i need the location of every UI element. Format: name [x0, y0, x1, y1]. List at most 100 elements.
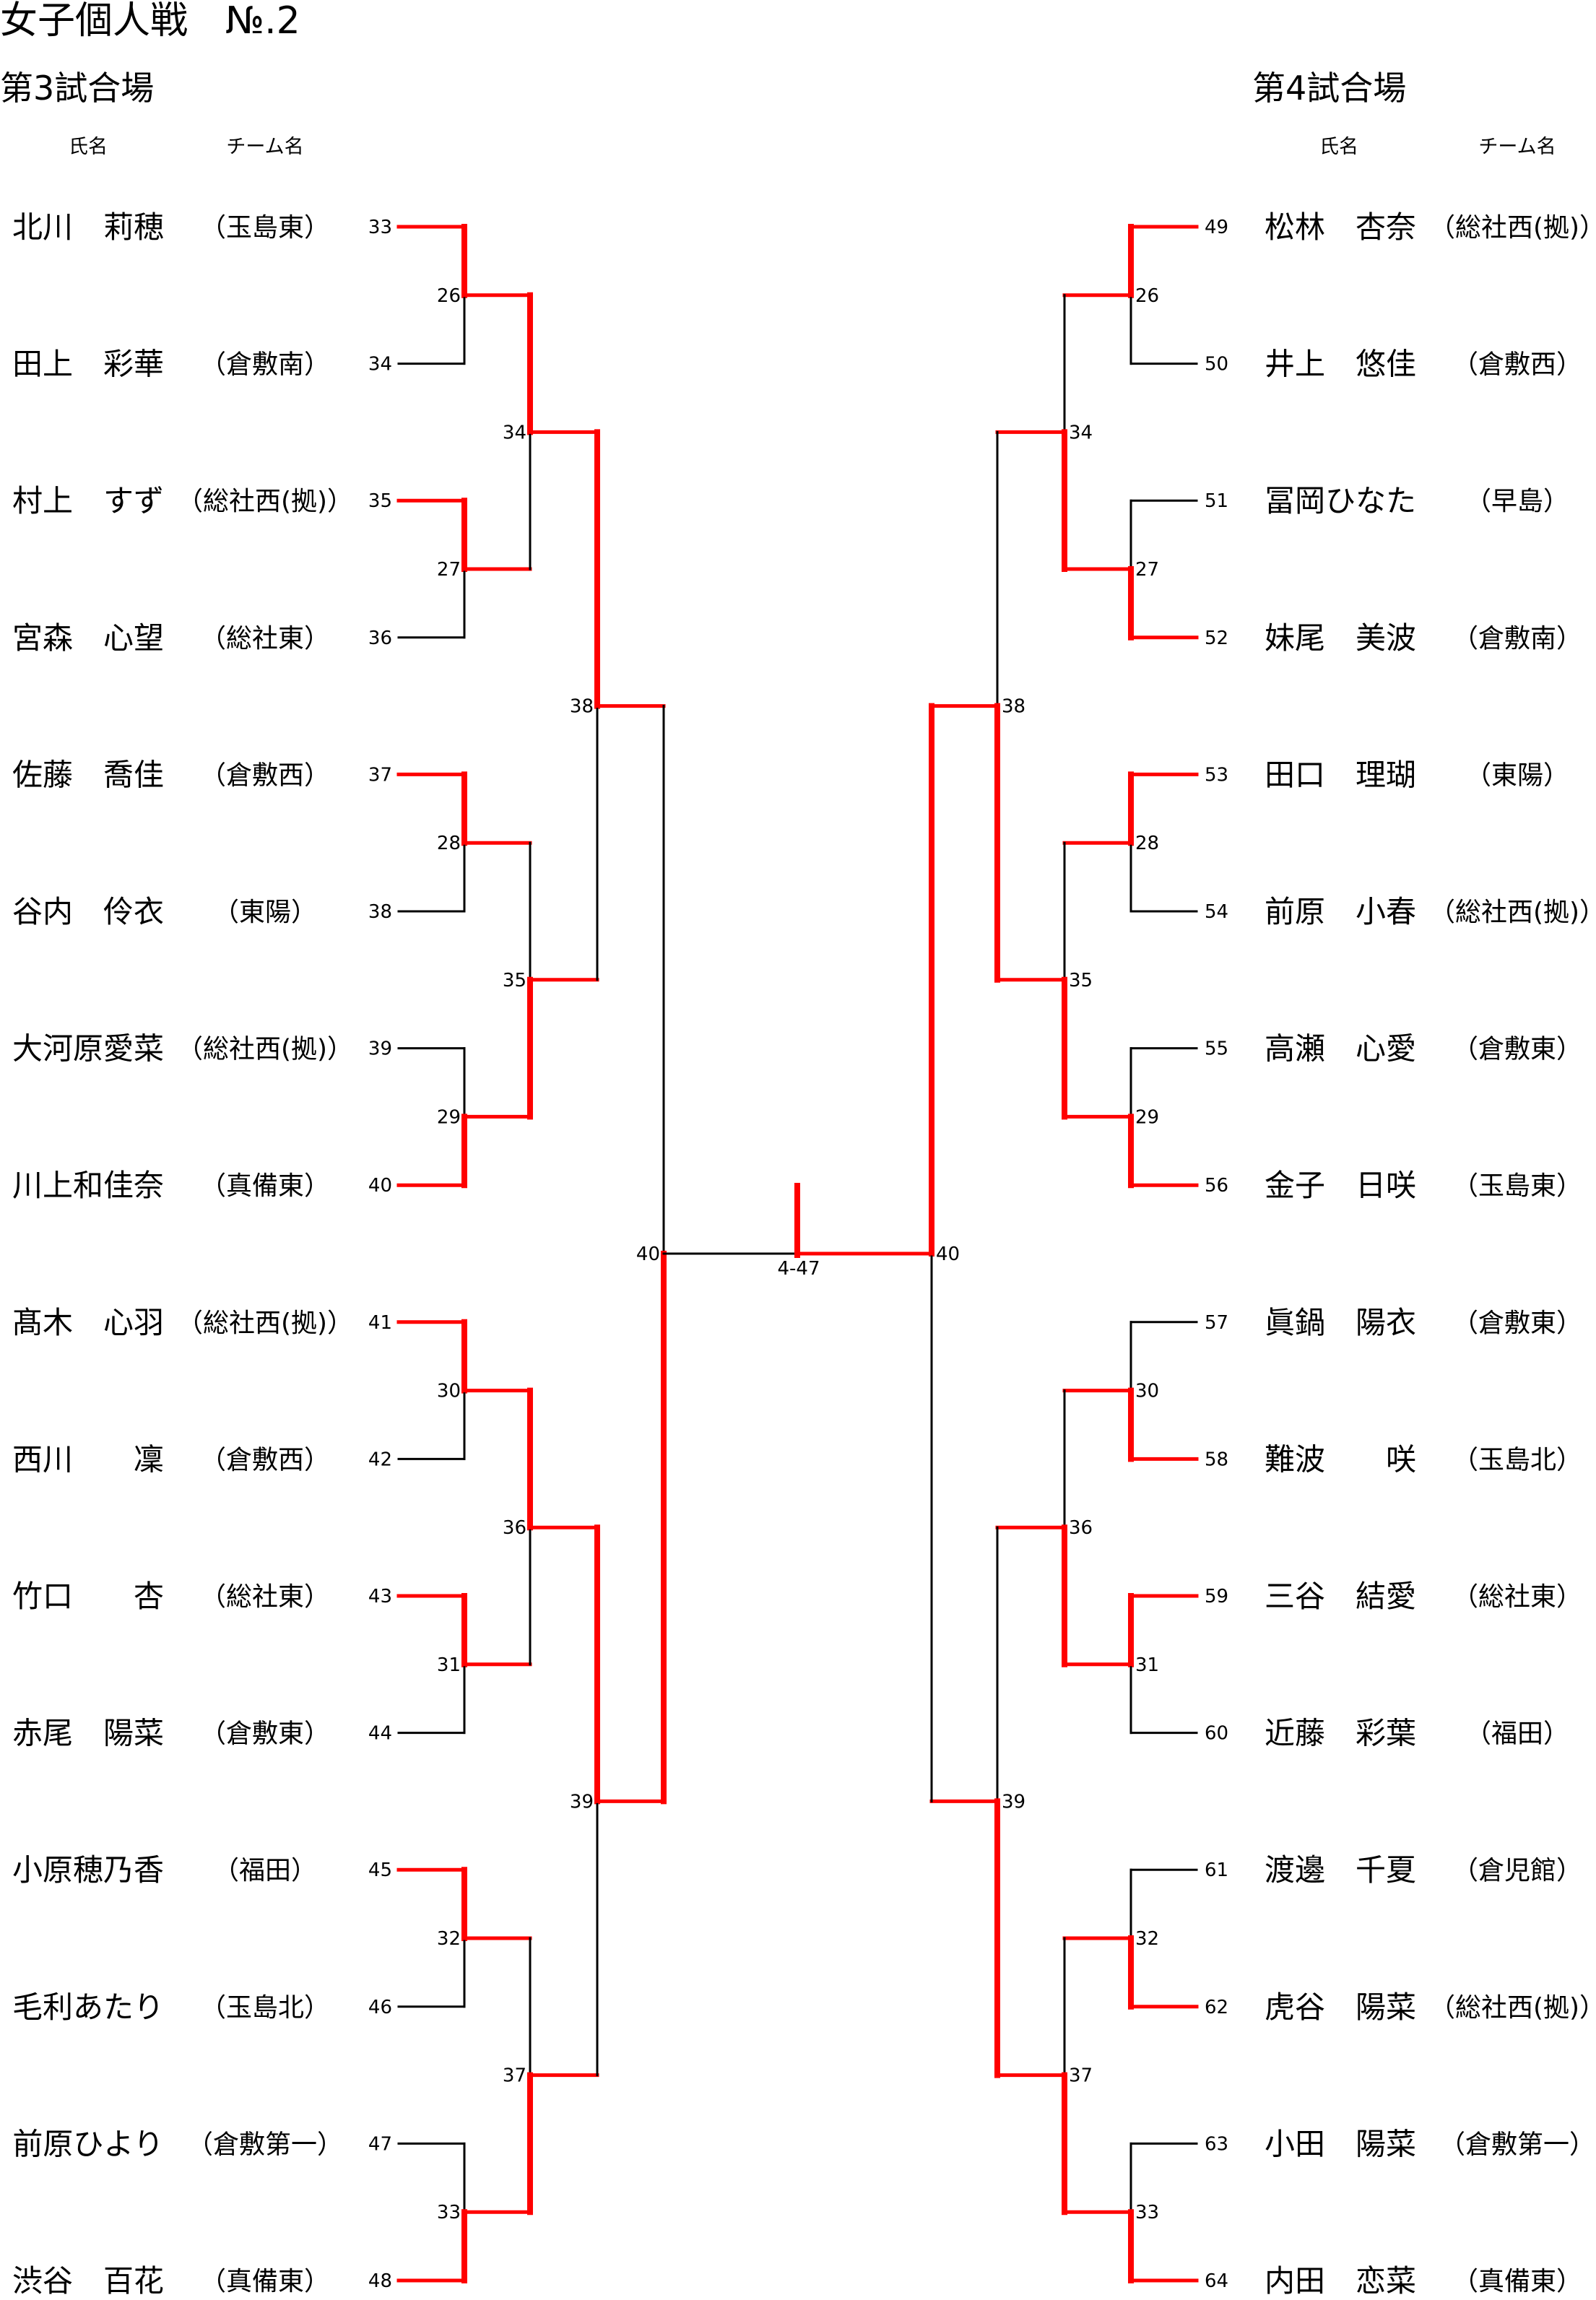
- match-number: 39: [1002, 1791, 1025, 1813]
- seed-number: 57: [1205, 1312, 1228, 1334]
- player-team: （玉島北）: [200, 1993, 330, 2023]
- player-name: 内田 恋菜: [1265, 2263, 1416, 2299]
- match-number: 40: [936, 1244, 960, 1265]
- seed-number: 44: [368, 1723, 392, 1745]
- player-team: （倉敷東）: [1452, 1309, 1582, 1338]
- player-team: （総社西(拠)）: [177, 1309, 353, 1338]
- seed-number: 50: [1205, 354, 1228, 376]
- seed-number: 48: [368, 2270, 392, 2292]
- seed-number: 55: [1205, 1038, 1228, 1060]
- match-number: 31: [1135, 1654, 1159, 1676]
- player-team: （総社東）: [200, 624, 330, 654]
- seed-number: 42: [368, 1449, 392, 1470]
- match-number: 29: [437, 1106, 461, 1128]
- seed-number: 33: [368, 217, 392, 238]
- player-name: 赤尾 陽菜: [12, 1716, 164, 1751]
- seed-number: 46: [368, 1997, 392, 2018]
- left-venue-title: 第3試合場: [0, 69, 154, 108]
- seed-number: 43: [368, 1586, 392, 1607]
- right-header-name: 氏名: [1319, 136, 1358, 158]
- player-team: （総社東）: [200, 1582, 330, 1612]
- player-team: （総社西(拠)）: [1429, 898, 1596, 927]
- seed-number: 58: [1205, 1449, 1228, 1470]
- match-number: 30: [1135, 1381, 1159, 1402]
- player-name: 北川 莉穂: [12, 209, 164, 245]
- match-number: 33: [437, 2202, 461, 2223]
- match-number: 35: [503, 970, 526, 991]
- right-venue-title: 第4試合場: [1252, 69, 1406, 108]
- player-name: 田上 彩華: [12, 347, 164, 382]
- player-team: （真備東）: [1452, 2267, 1582, 2296]
- player-team: （玉島東）: [1452, 1171, 1582, 1201]
- seed-number: 56: [1205, 1175, 1228, 1197]
- match-number: 36: [1069, 1517, 1093, 1539]
- player-name: 妹尾 美波: [1265, 620, 1416, 656]
- player-team: （倉児館）: [1452, 1856, 1582, 1885]
- seed-number: 41: [368, 1312, 392, 1334]
- player-team: （倉敷南）: [1452, 624, 1582, 654]
- player-name: 三谷 結愛: [1265, 1579, 1416, 1614]
- match-number: 28: [1135, 833, 1159, 854]
- match-number: 27: [437, 559, 461, 581]
- seed-number: 64: [1205, 2270, 1228, 2292]
- match-number: 32: [1135, 1928, 1159, 1950]
- seed-number: 63: [1205, 2133, 1228, 2155]
- match-number: 26: [1135, 285, 1159, 307]
- match-number: 38: [570, 696, 594, 718]
- bracket-lines: [396, 224, 1199, 2283]
- player-team: （総社西(拠)）: [1429, 1993, 1596, 2023]
- player-name: 小田 陽菜: [1265, 2126, 1416, 2161]
- final-match-number: 4-47: [777, 1258, 820, 1280]
- player-team: （福田）: [1465, 1719, 1569, 1749]
- left-header-team: チーム名: [226, 136, 303, 158]
- player-team: （東陽）: [1465, 760, 1569, 790]
- player-team: （東陽）: [213, 898, 317, 927]
- match-number: 34: [503, 422, 526, 443]
- seed-number: 61: [1205, 1859, 1228, 1881]
- player-team: （総社西(拠)）: [177, 1035, 353, 1064]
- player-name: 髙木 心羽: [12, 1305, 164, 1340]
- player-name: 前原ひより: [12, 2126, 163, 2161]
- match-number: 31: [437, 1654, 461, 1676]
- player-team: （倉敷東）: [200, 1719, 330, 1749]
- match-number: 40: [636, 1244, 660, 1265]
- player-name: 竹口 杏: [12, 1579, 164, 1614]
- match-number: 35: [1069, 970, 1093, 991]
- seed-number: 39: [368, 1038, 392, 1060]
- player-name: 難波 咲: [1265, 1441, 1416, 1477]
- match-number: 34: [1069, 422, 1093, 443]
- seed-number: 34: [368, 354, 392, 376]
- player-team: （倉敷西）: [1452, 350, 1582, 380]
- seed-number: 60: [1205, 1723, 1228, 1745]
- player-name: 村上 すず: [12, 483, 164, 518]
- player-name: 毛利あたり: [12, 1989, 164, 2025]
- seed-number: 51: [1205, 490, 1228, 512]
- player-team: （福田）: [213, 1856, 317, 1885]
- player-name: 松林 杏奈: [1265, 209, 1416, 245]
- match-number: 36: [503, 1517, 526, 1539]
- player-team: （倉敷第一）: [187, 2130, 343, 2159]
- seed-number: 38: [368, 901, 392, 923]
- player-team: （倉敷東）: [1452, 1035, 1582, 1064]
- seed-number: 53: [1205, 764, 1228, 786]
- match-number: 30: [437, 1381, 461, 1402]
- player-team: （倉敷南）: [200, 350, 330, 380]
- player-name: 大河原愛菜: [12, 1031, 164, 1067]
- player-team: （総社西(拠)）: [177, 487, 353, 516]
- player-name: 眞鍋 陽衣: [1265, 1305, 1416, 1340]
- player-name: 谷内 伶衣: [12, 894, 164, 929]
- seed-number: 36: [368, 628, 392, 649]
- match-number: 29: [1135, 1106, 1159, 1128]
- seed-number: 62: [1205, 1997, 1228, 2018]
- player-name: 川上和佳奈: [12, 1168, 164, 1203]
- match-number: 38: [1002, 696, 1025, 718]
- player-team: （倉敷第一）: [1439, 2130, 1595, 2159]
- player-name: 前原 小春: [1265, 894, 1416, 929]
- seed-number: 47: [368, 2133, 392, 2155]
- player-team: （倉敷西）: [200, 1445, 330, 1475]
- match-number: 37: [503, 2065, 526, 2087]
- seed-number: 40: [368, 1175, 392, 1197]
- player-team: （倉敷西）: [200, 760, 330, 790]
- player-name: 渡邊 千夏: [1265, 1852, 1416, 1888]
